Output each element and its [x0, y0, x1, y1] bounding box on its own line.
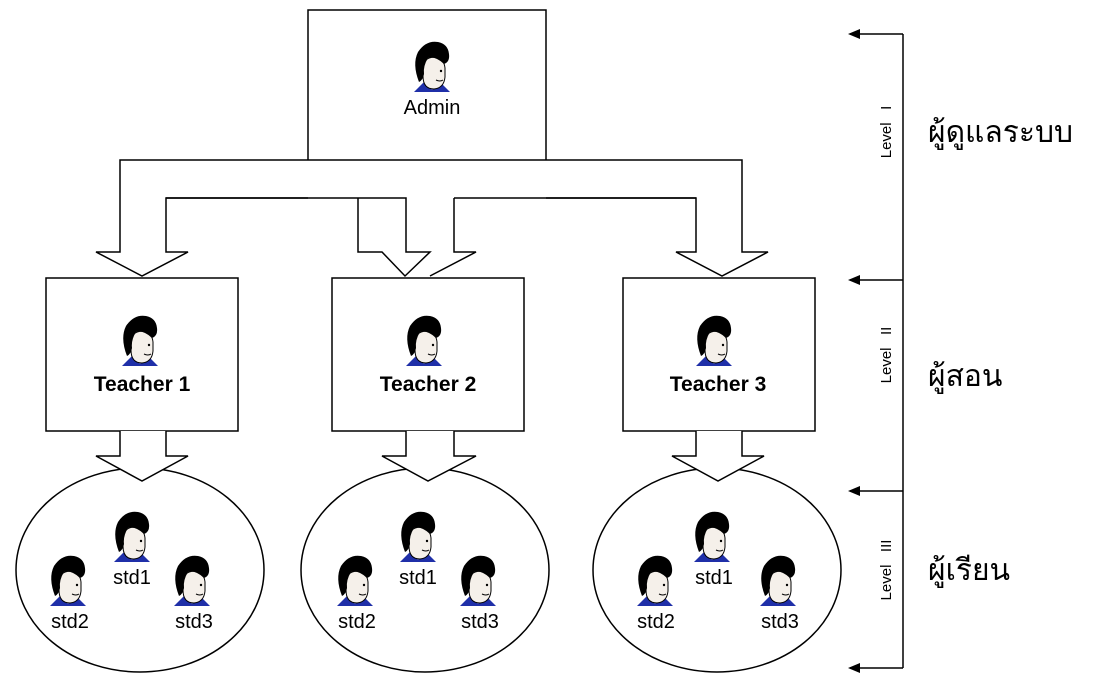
level-2-role: ผู้สอน	[928, 359, 1002, 394]
level-arrow-4	[848, 663, 903, 673]
level-arrow-1	[848, 29, 903, 39]
level-arrow-2	[848, 275, 903, 285]
group-3-std1-label: std1	[695, 567, 733, 589]
group-3-std2-label: std2	[637, 611, 675, 633]
level-2-label: Level II	[878, 327, 895, 384]
group-2-std1-label: std1	[399, 567, 437, 589]
admin-to-teacher-3-arrow	[546, 159, 769, 277]
teacher-1-to-students-arrow	[95, 431, 189, 482]
level-arrow-3	[848, 486, 903, 496]
level-1-label: Level I	[878, 106, 895, 159]
admin-to-teacher-2-arrow-b	[429, 197, 696, 277]
admin-to-teacher-1-arrow	[95, 159, 308, 277]
teacher-2-to-students-arrow	[381, 431, 477, 482]
level-3-role: ผู้เรียน	[928, 553, 1010, 588]
level-1-role: ผู้ดูแลระบบ	[928, 115, 1073, 150]
admin-to-teacher-2-arrow	[166, 197, 432, 278]
group-2-std2-label: std2	[338, 611, 376, 633]
admin-label: Admin	[404, 97, 461, 119]
level-3-label: Level III	[878, 540, 895, 601]
group-1-std3-label: std3	[175, 611, 213, 633]
group-1-std2-label: std2	[51, 611, 89, 633]
teacher-3-to-students-arrow	[671, 431, 765, 482]
group-1-std1-label: std1	[113, 567, 151, 589]
teacher-2-label: Teacher 2	[380, 373, 477, 396]
teacher-3-label: Teacher 3	[670, 373, 767, 396]
teacher-1-label: Teacher 1	[94, 373, 191, 396]
group-3-std3-label: std3	[761, 611, 799, 633]
group-2-std3-label: std3	[461, 611, 499, 633]
